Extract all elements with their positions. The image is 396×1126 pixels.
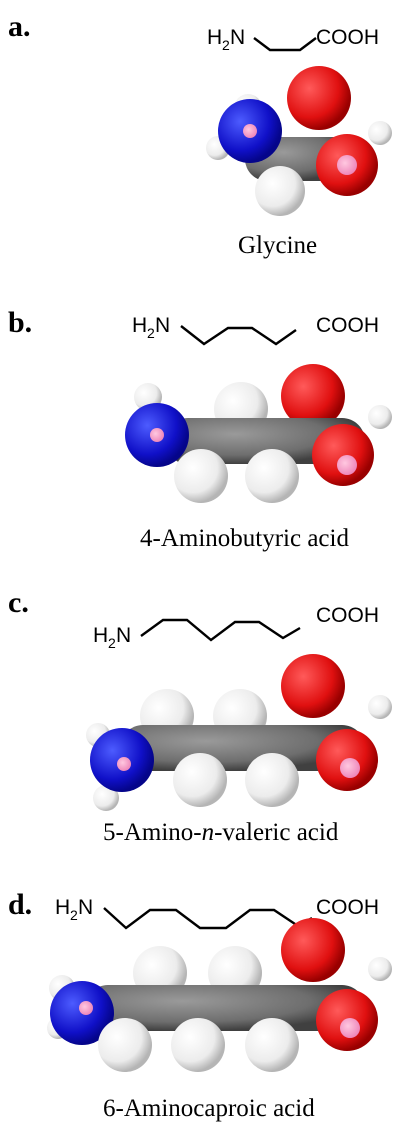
molecule-name: 5-Amino-n-valeric acid xyxy=(103,820,338,845)
acid-group: COOH xyxy=(316,26,379,49)
name-suffix: -valeric acid xyxy=(214,819,339,846)
molecule-name: 4-Aminobutyric acid xyxy=(140,525,349,552)
amine-subscript: 2 xyxy=(108,635,116,651)
structural-formula-glycine: H 2 N COOH xyxy=(207,26,379,53)
hydrogen-atom xyxy=(171,1018,225,1072)
amine-n: N xyxy=(116,624,131,647)
carbon-chain xyxy=(180,325,297,346)
panel-label: a. xyxy=(8,10,31,43)
oxygen-atom xyxy=(281,364,345,428)
carbon-chain xyxy=(253,37,317,52)
panel-a: a. H 2 N COOH Glycine xyxy=(0,0,396,280)
structural-formula-6-aminocaproic-acid: H 2 N COOH xyxy=(55,896,379,930)
hydrogen-atom xyxy=(174,449,228,503)
hydrogen-atom xyxy=(368,405,392,429)
carbon-backbone xyxy=(85,985,365,1031)
amine-h: H xyxy=(132,314,147,337)
hydrogen-atom xyxy=(93,785,119,811)
hydrogen-atom xyxy=(173,753,227,807)
acid-group: COOH xyxy=(316,604,379,627)
carbon-chain xyxy=(140,618,301,642)
carbon-chain xyxy=(103,907,313,930)
molecule-name: Glycine xyxy=(238,232,318,259)
space-filling-model-glycine xyxy=(206,66,392,216)
highlight-dot xyxy=(243,124,257,138)
amine-subscript: 2 xyxy=(70,907,78,923)
oxygen-atom xyxy=(287,66,351,130)
panel-label: c. xyxy=(8,586,29,619)
acid-group: COOH xyxy=(316,314,379,337)
hydrogen-atom xyxy=(255,166,305,216)
carbon-backbone xyxy=(120,725,365,771)
panel-label: d. xyxy=(8,888,33,921)
hydrogen-atom xyxy=(368,121,392,145)
highlight-dot xyxy=(79,1001,93,1015)
panel-b: b. H 2 N COOH 4-Aminobutyric acid xyxy=(0,290,396,570)
space-filling-model-5-amino-n-valeric-acid xyxy=(86,654,392,811)
amine-n: N xyxy=(78,896,93,919)
hydrogen-atom xyxy=(245,1018,299,1072)
space-filling-model-4-aminobutyric-acid xyxy=(125,364,392,503)
highlight-dot xyxy=(117,757,131,771)
amine-h: H xyxy=(55,896,70,919)
amine-subscript: 2 xyxy=(147,325,155,341)
highlight-dot xyxy=(150,428,164,442)
panel-label: b. xyxy=(8,306,33,339)
highlight-dot xyxy=(337,155,357,175)
space-filling-model-6-aminocaproic-acid xyxy=(47,918,392,1072)
highlight-dot xyxy=(340,1018,360,1038)
structural-formula-5-amino-n-valeric-acid: H 2 N COOH xyxy=(93,604,379,651)
structural-formula-4-aminobutyric-acid: H 2 N COOH xyxy=(132,314,379,346)
hydrogen-atom xyxy=(368,957,392,981)
amine-h: H xyxy=(207,26,222,49)
amine-h: H xyxy=(93,624,108,647)
amine-n: N xyxy=(230,26,245,49)
molecule-name: 6-Aminocaproic acid xyxy=(103,1095,315,1122)
amine-subscript: 2 xyxy=(222,37,230,53)
oxygen-atom xyxy=(312,424,374,486)
oxygen-atom xyxy=(281,918,345,982)
oxygen-atom xyxy=(281,654,345,718)
highlight-dot xyxy=(337,455,357,475)
name-prefix: 5-Amino- xyxy=(103,819,202,846)
acid-group: COOH xyxy=(316,896,379,919)
name-italic: n xyxy=(201,819,215,846)
panel-d: d. H 2 N COOH 6-Aminocaproic acid xyxy=(0,870,396,1126)
hydrogen-atom xyxy=(368,695,392,719)
highlight-dot xyxy=(340,758,360,778)
hydrogen-atom xyxy=(98,1018,152,1072)
hydrogen-atom xyxy=(245,753,299,807)
hydrogen-atom xyxy=(245,449,299,503)
amine-n: N xyxy=(155,314,170,337)
panel-c: c. H 2 N COOH 5-Amino-n-valeric acid xyxy=(0,580,396,860)
